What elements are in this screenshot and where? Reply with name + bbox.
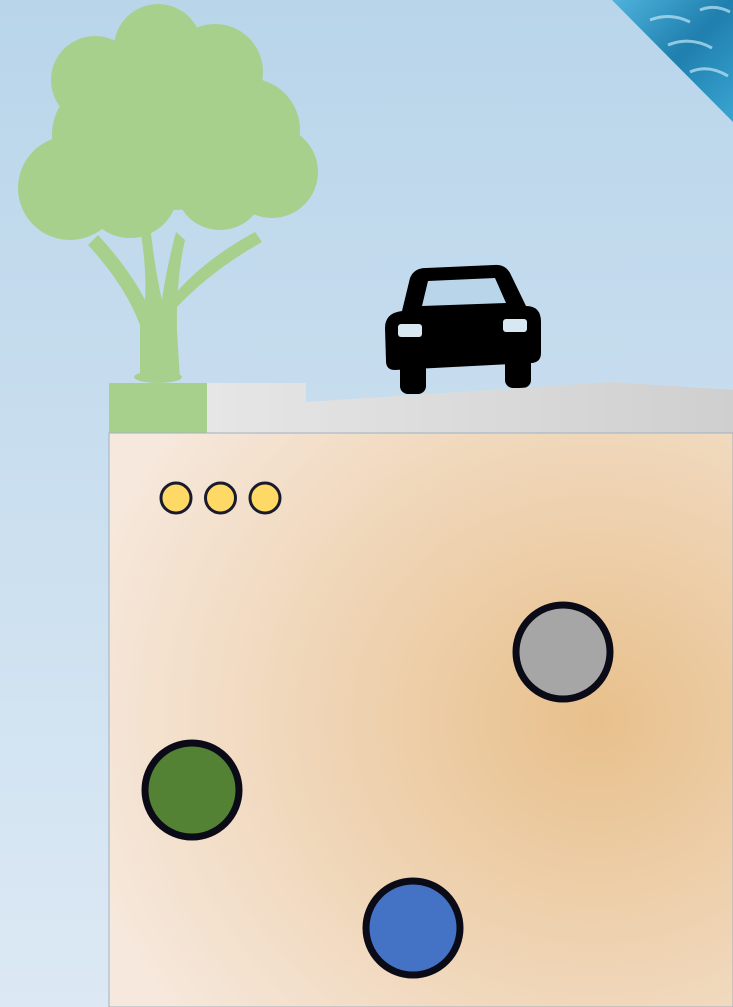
green-circle — [145, 743, 239, 837]
indicator-dots — [161, 483, 280, 513]
indicator-dot — [250, 483, 280, 513]
indicator-dot — [161, 483, 191, 513]
blue-circle — [366, 881, 460, 975]
grass-strip — [109, 383, 207, 433]
gray-circle — [516, 605, 610, 699]
indicator-dot — [206, 483, 236, 513]
